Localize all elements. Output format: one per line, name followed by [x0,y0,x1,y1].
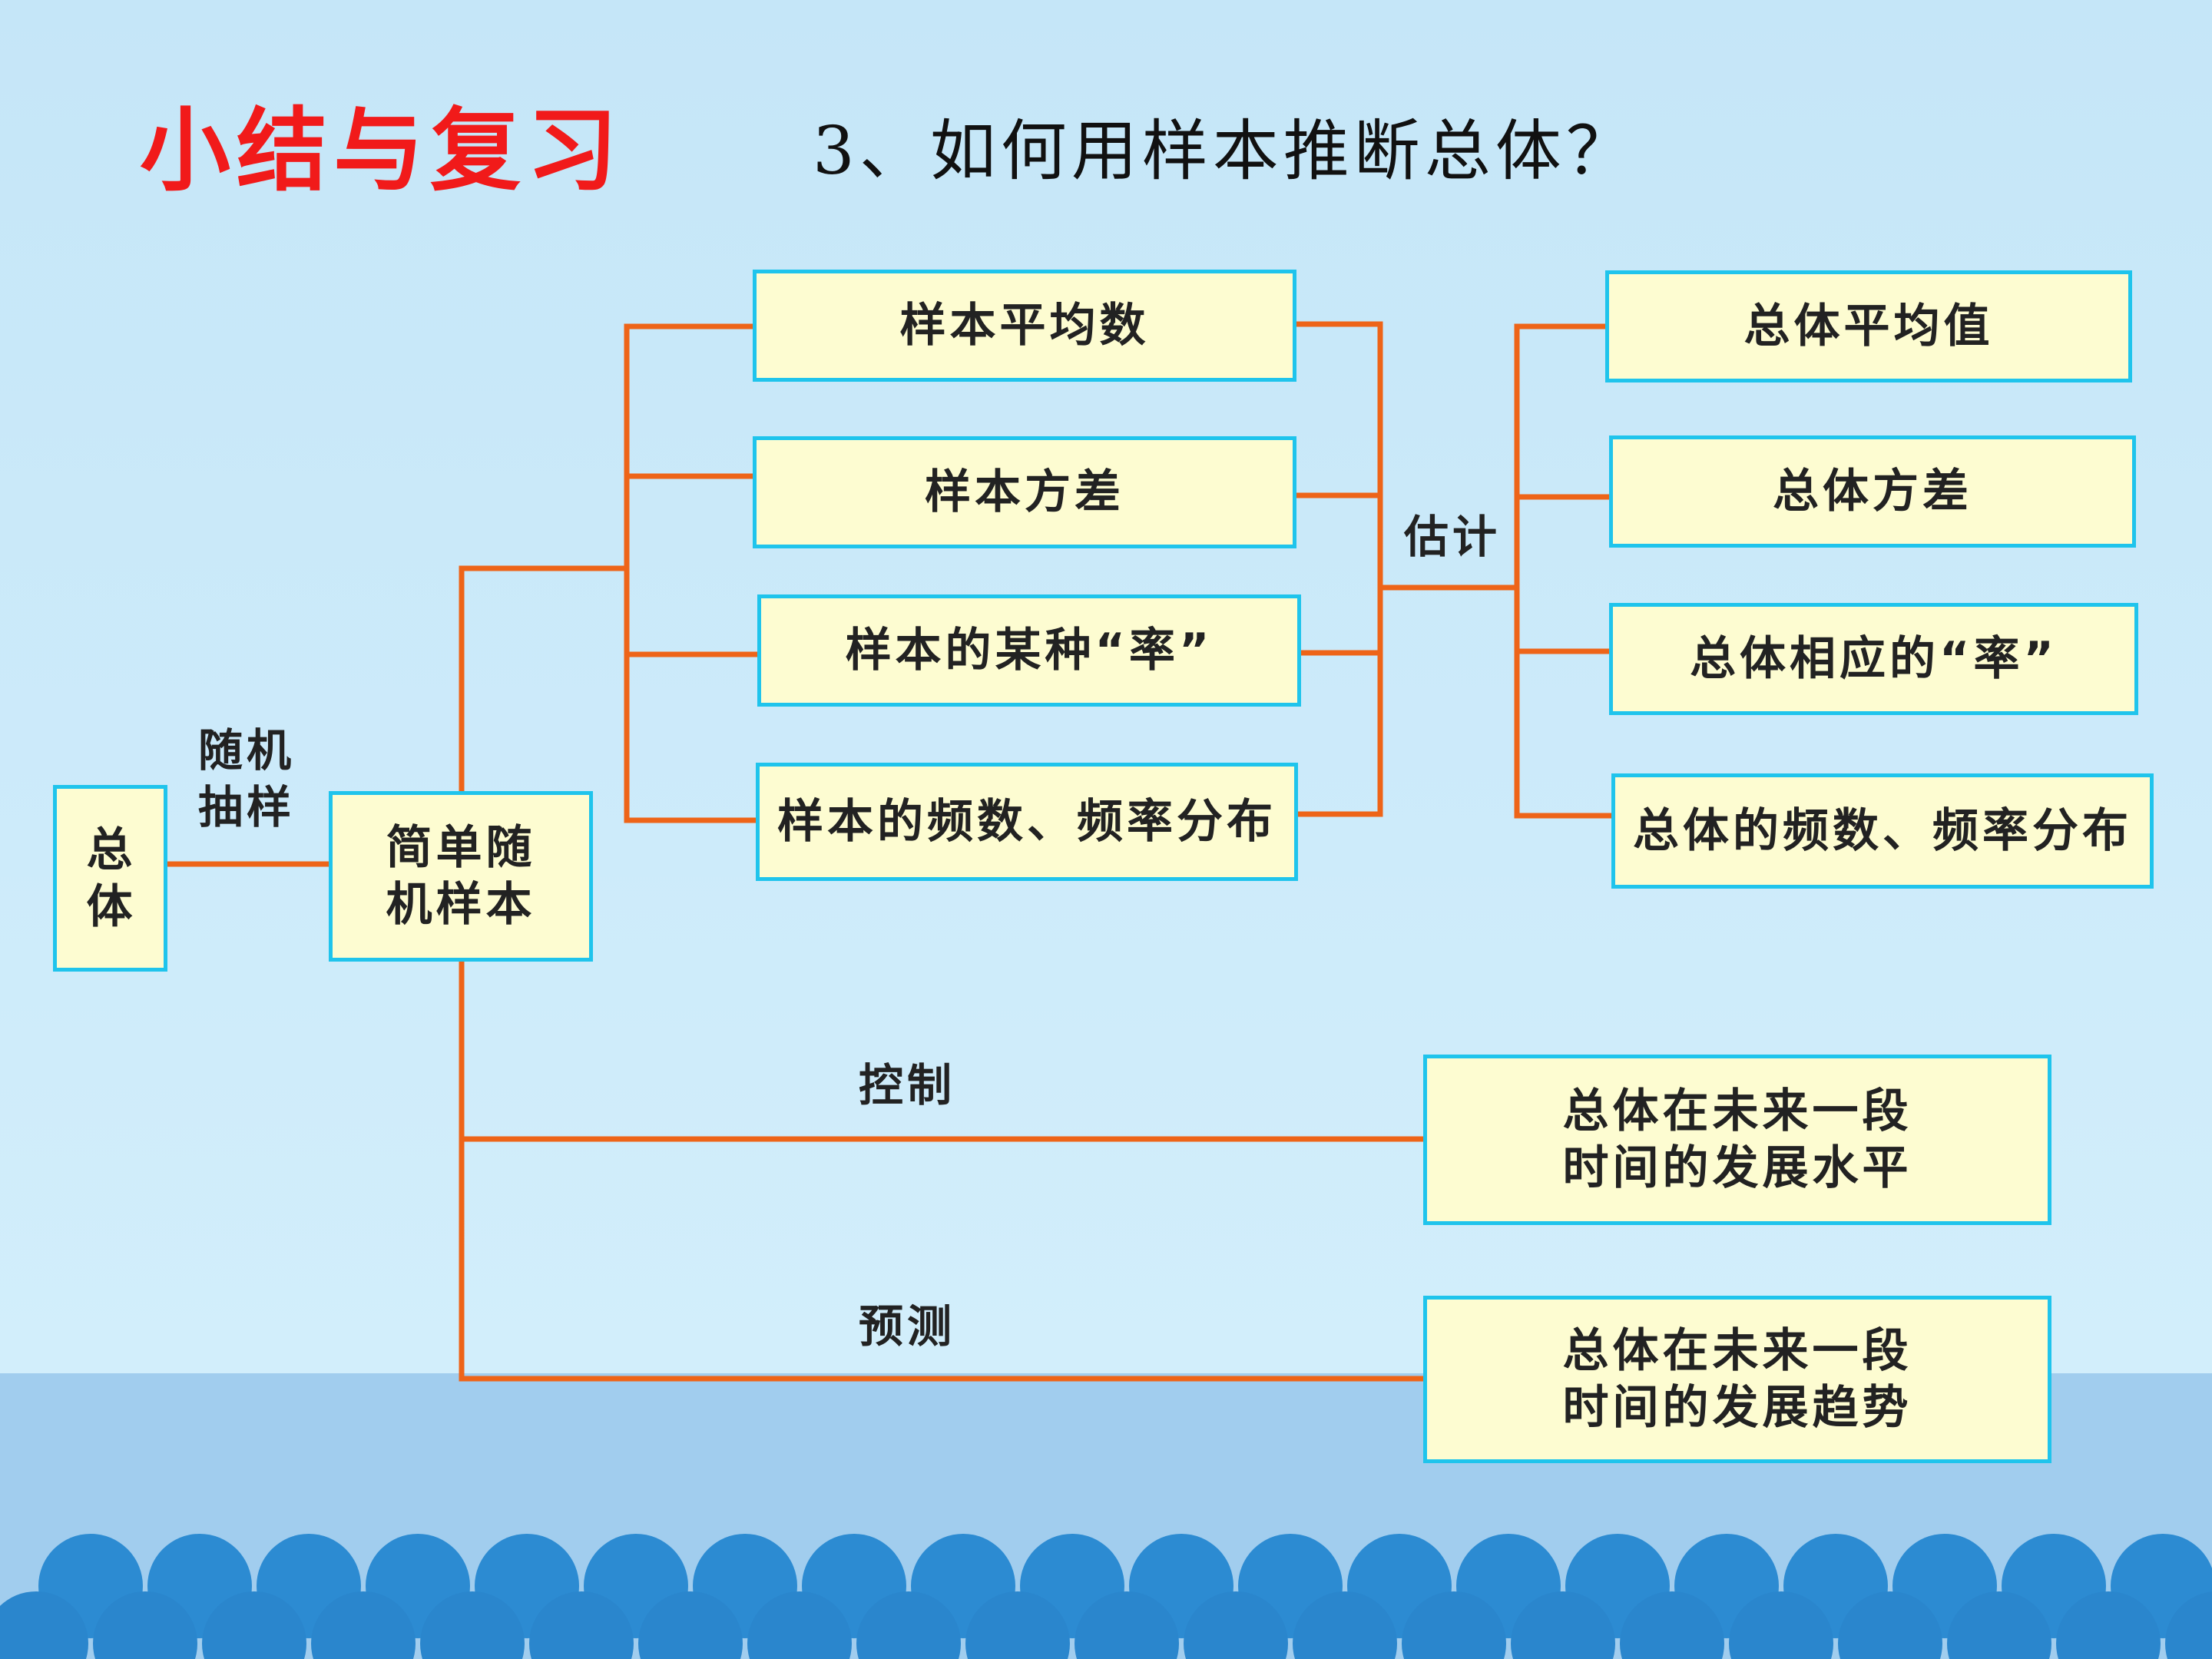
wave-decoration [0,1534,2212,1659]
node-population-variance: 总体方差 [1609,435,2136,548]
node-sample-frequency-distribution-label: 样本的频数、频率分布 [777,795,1277,849]
edge-label-predict: 预测 [859,1300,956,1353]
node-sample-rate: 样本的某种“率” [757,594,1301,707]
node-population-variance-label: 总体方差 [1773,465,1972,518]
node-population: 总体 [53,785,167,972]
wave-bump [2165,1591,2212,1659]
slide-subtitle: 3、如何用样本推断总体？ [813,113,1637,190]
line-population-branches [1514,323,1614,819]
wave-bump [1184,1591,1288,1659]
node-sample-mean: 样本平均数 [753,270,1296,382]
node-population-label: 总体 [86,823,137,934]
wave-bump [1511,1591,1615,1659]
node-population-frequency-distribution: 总体的频数、频率分布 [1611,773,2154,889]
wave-bump [529,1591,634,1659]
wave-bump [1838,1591,1942,1659]
node-simple-random-sample-label: 简单随 机样本 [386,821,536,932]
wave-bump [1075,1591,1179,1659]
wave-bump [1729,1591,1833,1659]
wave-bump [965,1591,1070,1659]
wave-bump [1402,1591,1506,1659]
node-future-level: 总体在未来一段 时间的发展水平 [1423,1055,2051,1225]
node-simple-random-sample: 简单随 机样本 [329,791,593,962]
wave-bump [202,1591,306,1659]
node-sample-frequency-distribution: 样本的频数、频率分布 [756,763,1298,881]
wave-bump [2056,1591,2161,1659]
wave-bump [638,1591,743,1659]
edge-label-random-sampling: 随机 抽样 [198,724,296,833]
node-future-level-label: 总体在未来一段 时间的发展水平 [1562,1084,1912,1195]
node-population-mean: 总体平均值 [1605,270,2132,382]
wave-bump [311,1591,416,1659]
node-population-mean-label: 总体平均值 [1743,300,1994,353]
slide-title: 小结与复习 [140,97,624,204]
line-stat-right-branches [1293,321,1383,817]
wave-bump [0,1591,88,1659]
node-future-trend: 总体在未来一段 时间的发展趋势 [1423,1296,2051,1463]
wave-bump [1947,1591,2051,1659]
line-stat-branches [624,323,760,823]
node-population-rate-label: 总体相应的“率” [1690,632,2058,686]
node-sample-rate-label: 样本的某种“率” [845,624,1214,677]
wave-bump [1620,1591,1724,1659]
node-future-trend-label: 总体在未来一段 时间的发展趋势 [1562,1324,1912,1435]
wave-bump [747,1591,852,1659]
node-sample-variance: 样本方差 [753,436,1296,548]
node-sample-mean-label: 样本平均数 [899,299,1150,353]
wave-bump [856,1591,961,1659]
node-sample-variance-label: 样本方差 [925,465,1124,519]
wave-bump [1293,1591,1397,1659]
edge-label-estimate: 估计 [1404,511,1502,563]
node-population-frequency-distribution-label: 总体的频数、频率分布 [1633,804,2132,858]
edge-label-control: 控制 [859,1059,956,1111]
wave-bump [93,1591,197,1659]
wave-bump [420,1591,525,1659]
node-population-rate: 总体相应的“率” [1609,603,2138,715]
